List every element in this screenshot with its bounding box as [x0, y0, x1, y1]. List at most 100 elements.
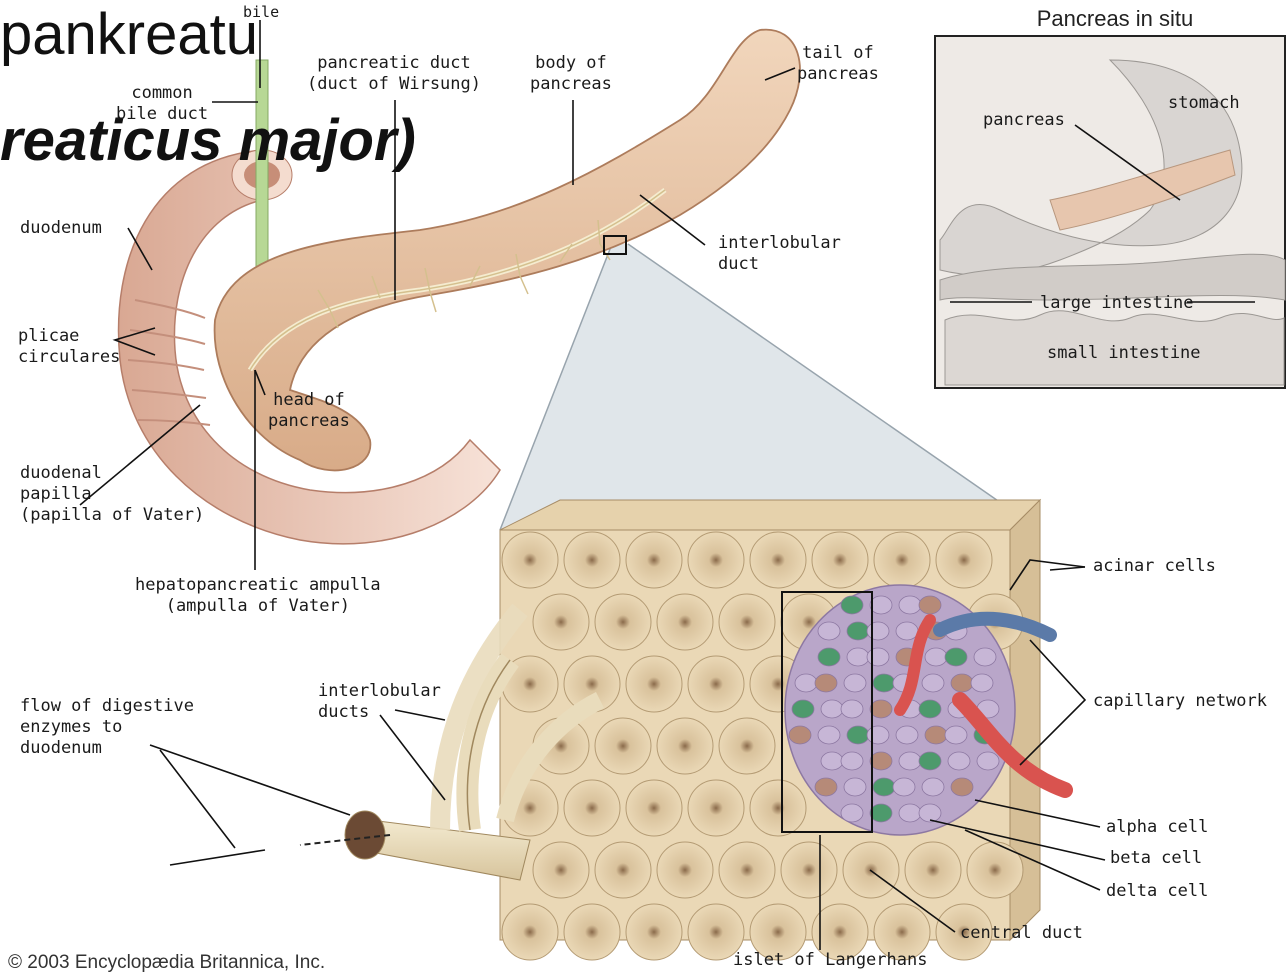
- acinus: [719, 594, 775, 650]
- islet-cell: [977, 752, 999, 770]
- label-body-of-pancreas: body of pancreas: [530, 53, 612, 95]
- label-head-of-pancreas: head of pancreas: [268, 390, 350, 432]
- inset-label-large-intestine: large intestine: [1040, 293, 1194, 314]
- islet-cell: [873, 674, 895, 692]
- acinus: [936, 532, 992, 588]
- copyright-notice: © 2003 Encyclopædia Britannica, Inc.: [8, 952, 325, 974]
- islet-cell: [841, 804, 863, 822]
- acinus: [905, 842, 961, 898]
- label-tail-of-pancreas: tail of pancreas: [797, 43, 879, 85]
- islet-cell: [841, 700, 863, 718]
- acinus: [595, 718, 651, 774]
- islet-cell: [948, 752, 970, 770]
- acinus: [657, 842, 713, 898]
- label-islet-of-langerhans: islet of Langerhans: [733, 950, 927, 971]
- islet-cell: [841, 596, 863, 614]
- label-capillary-network: capillary network: [1093, 691, 1267, 712]
- islet-cell: [789, 726, 811, 744]
- islet-cell: [847, 622, 869, 640]
- label-duodenum: duodenum: [20, 218, 102, 239]
- label-bile: bile: [243, 2, 279, 23]
- islet-cell: [873, 778, 895, 796]
- islet-cell: [899, 752, 921, 770]
- islet-cell: [815, 778, 837, 796]
- islet-cell: [971, 674, 993, 692]
- islet-cell: [896, 622, 918, 640]
- islet-cell: [841, 752, 863, 770]
- acinus: [502, 532, 558, 588]
- acinus: [626, 656, 682, 712]
- label-interlobular-duct: interlobular duct: [718, 233, 841, 275]
- islet-cell: [844, 778, 866, 796]
- acinus: [874, 532, 930, 588]
- label-hepatopancreatic-ampulla: hepatopancreatic ampulla (ampulla of Vat…: [135, 575, 381, 617]
- acinus: [967, 842, 1023, 898]
- islet-cell: [818, 726, 840, 744]
- acinus: [502, 904, 558, 960]
- acinus: [688, 532, 744, 588]
- islet-cell: [925, 726, 947, 744]
- label-beta-cell: beta cell: [1110, 848, 1202, 869]
- islet-cell: [818, 622, 840, 640]
- islet-cell: [951, 778, 973, 796]
- label-interlobular-ducts: interlobular ducts: [318, 681, 441, 723]
- acinus: [564, 532, 620, 588]
- acinus: [750, 532, 806, 588]
- islet-cell: [792, 700, 814, 718]
- inset-label-small-intestine: small intestine: [1047, 343, 1201, 364]
- label-acinar-cells: acinar cells: [1093, 556, 1216, 577]
- islet-cell: [870, 700, 892, 718]
- islet-cell: [899, 804, 921, 822]
- acinus: [781, 842, 837, 898]
- islet-cell: [945, 726, 967, 744]
- acinus: [595, 842, 651, 898]
- label-alpha-cell: alpha cell: [1106, 817, 1208, 838]
- islet-cell: [925, 648, 947, 666]
- islet-cell: [922, 778, 944, 796]
- acinus: [595, 594, 651, 650]
- islet-cell: [821, 752, 843, 770]
- islet-cell: [945, 648, 967, 666]
- acinus: [533, 842, 589, 898]
- acinus: [564, 904, 620, 960]
- islet-cell: [893, 778, 915, 796]
- acinus: [533, 594, 589, 650]
- islet-cell: [818, 648, 840, 666]
- islet-cell: [821, 700, 843, 718]
- acinus: [657, 718, 713, 774]
- acinus: [626, 904, 682, 960]
- inset-pancreas-in-situ: [935, 36, 1285, 388]
- islet-cell: [899, 596, 921, 614]
- islet-cell: [847, 726, 869, 744]
- label-delta-cell: delta cell: [1106, 881, 1208, 902]
- islet-cell: [919, 752, 941, 770]
- islet-cell: [919, 596, 941, 614]
- acinus: [688, 780, 744, 836]
- islet-cell: [867, 622, 889, 640]
- islet-cell: [815, 674, 837, 692]
- islet-cell: [974, 648, 996, 666]
- label-flow-of-digestive-enzymes: flow of digestive enzymes to duodenum: [20, 696, 194, 759]
- label-duodenal-papilla: duodenal papilla (papilla of Vater): [20, 463, 204, 526]
- label-plicae-circulares: plicae circulares: [18, 326, 120, 368]
- islet-cell: [870, 804, 892, 822]
- islet-cell: [867, 726, 889, 744]
- inset-label-stomach: stomach: [1168, 93, 1240, 114]
- islet-cell: [847, 648, 869, 666]
- islet-cell: [870, 596, 892, 614]
- islet-cell: [951, 674, 973, 692]
- acinus: [657, 594, 713, 650]
- slide-title-line-1: pankreatu: [0, 0, 258, 70]
- label-pancreatic-duct: pancreatic duct (duct of Wirsung): [307, 53, 481, 95]
- acinus: [750, 780, 806, 836]
- inset-title: Pancreas in situ: [960, 6, 1270, 32]
- inset-label-pancreas: pancreas: [983, 110, 1065, 131]
- islet-cell: [870, 752, 892, 770]
- islet-cell: [919, 804, 941, 822]
- acinus: [688, 656, 744, 712]
- islet-cell: [919, 700, 941, 718]
- islet-cell: [867, 648, 889, 666]
- islet-cell: [896, 726, 918, 744]
- islet-cell: [795, 674, 817, 692]
- label-central-duct: central duct: [960, 923, 1083, 944]
